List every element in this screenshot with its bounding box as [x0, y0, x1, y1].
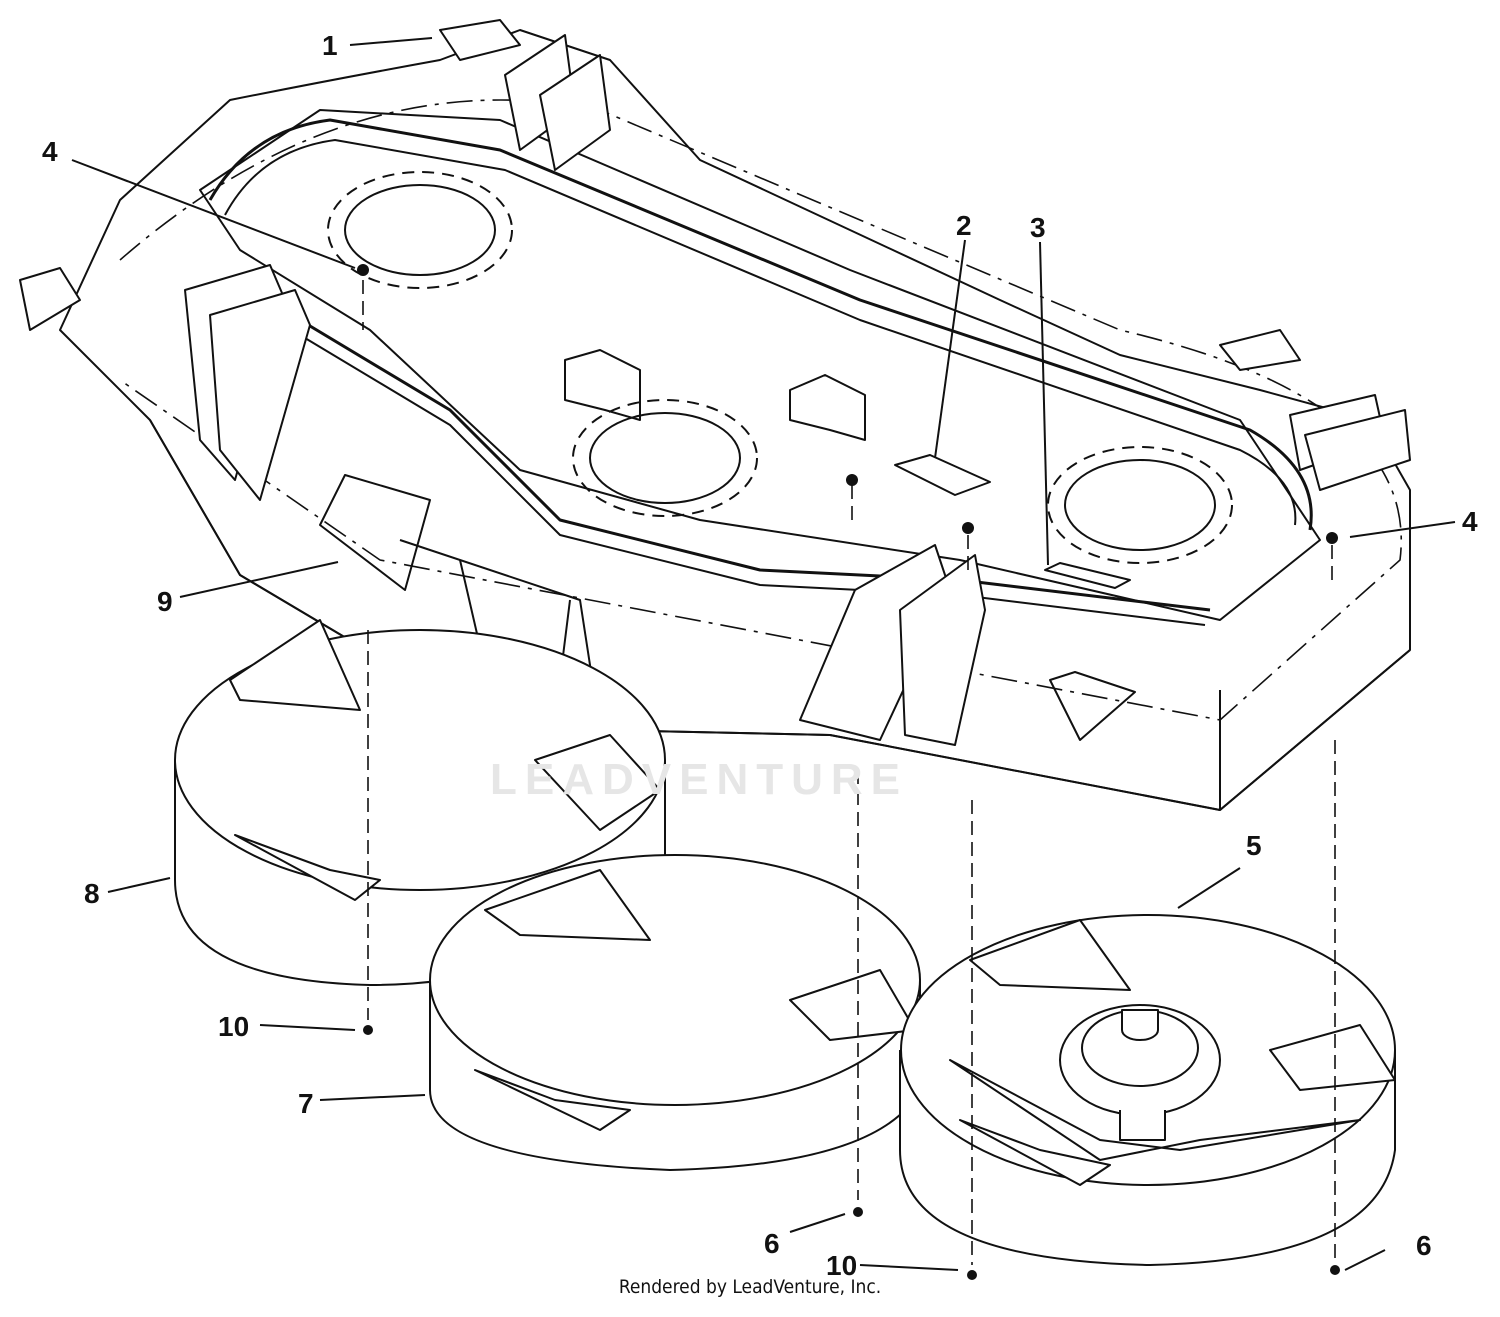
callout-3: 3 — [1030, 212, 1046, 243]
callout-5: 5 — [1246, 830, 1262, 861]
callout-6: 6 — [764, 1228, 780, 1259]
blade-housing-7 — [429, 854, 921, 1171]
callout-2: 2 — [956, 210, 972, 241]
deck-housing — [59, 29, 1411, 811]
callout-10: 10 — [826, 1250, 858, 1281]
callout-7: 7 — [298, 1088, 314, 1119]
callout-8: 8 — [84, 878, 100, 909]
fasteners — [357, 264, 1340, 1280]
callout-4: 4 — [42, 136, 58, 167]
callout-6: 6 — [1416, 1230, 1432, 1261]
footer-credit: Rendered by LeadVenture, Inc. — [618, 1276, 882, 1298]
callout-9: 9 — [157, 586, 173, 617]
callout-1: 1 — [322, 30, 338, 61]
callout-10: 10 — [218, 1011, 250, 1042]
hanger-brackets — [19, 19, 1411, 746]
callout-4: 4 — [1462, 506, 1478, 537]
watermark: LEADVENTURE — [490, 755, 909, 804]
leader-lines — [71, 37, 1456, 1271]
blade-housing-5 — [899, 914, 1396, 1266]
assembly-lines — [362, 280, 1336, 1265]
